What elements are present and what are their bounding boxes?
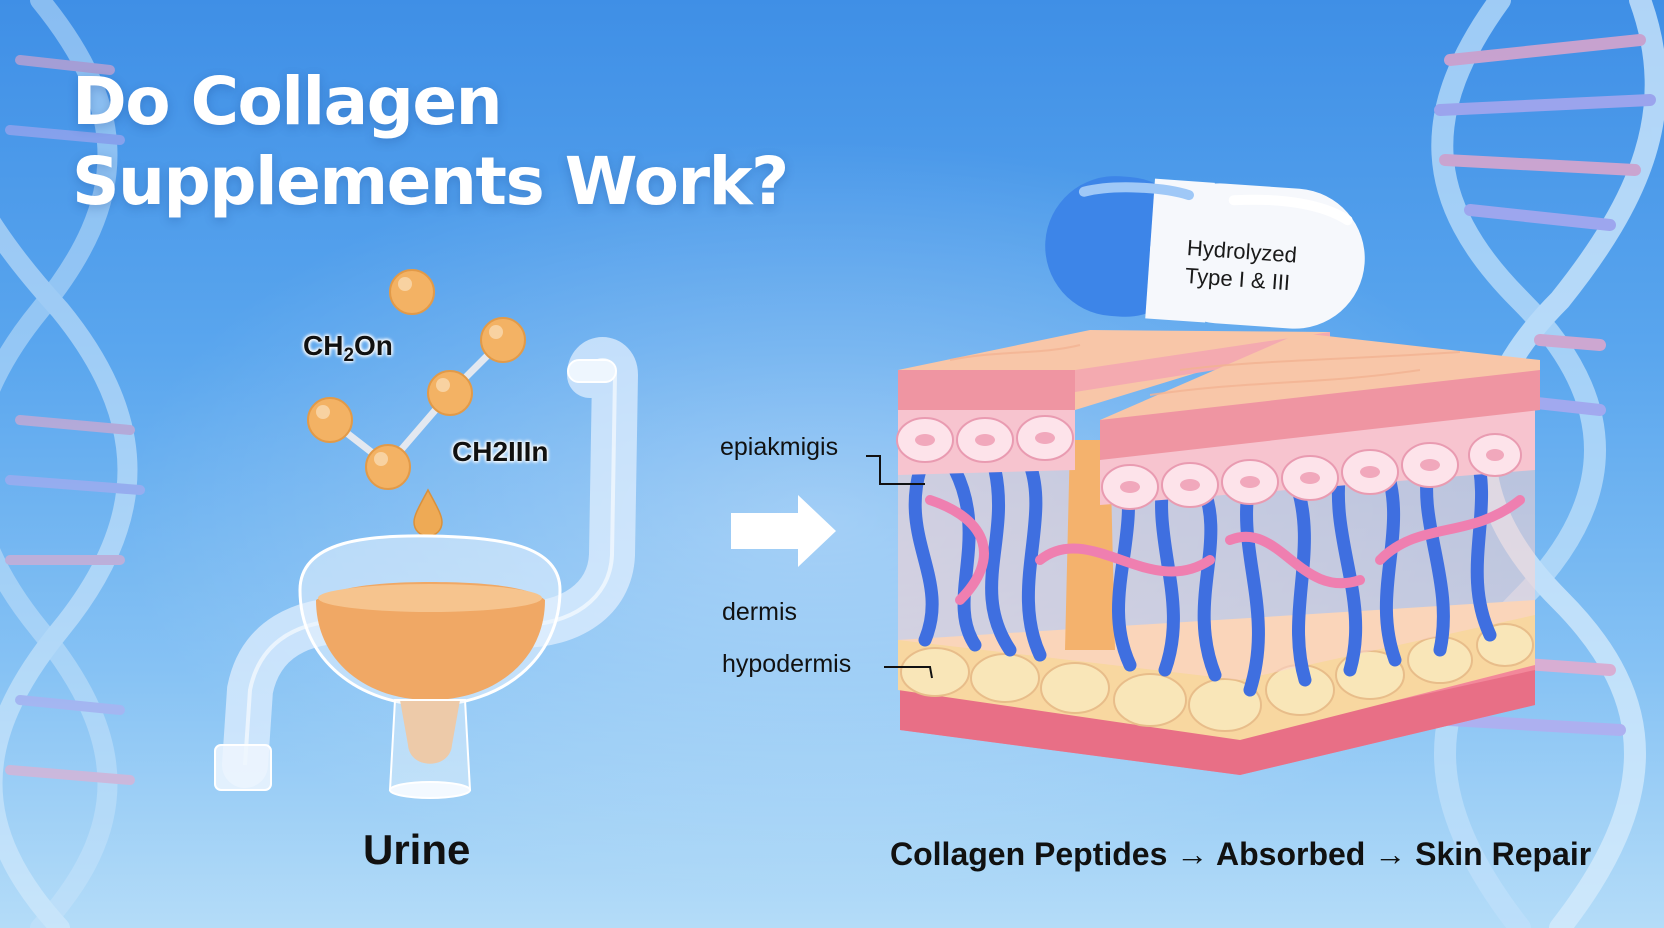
- capsule-pill-icon: [1045, 176, 1365, 329]
- formula-1-main: CH: [303, 330, 344, 361]
- page-title: Do Collagen Supplements Work?: [72, 62, 789, 222]
- dermis-label: dermis: [722, 598, 798, 626]
- title-line-2: Supplements Work?: [72, 143, 789, 220]
- formula-1-end: On: [354, 330, 393, 361]
- title-line-1: Do Collagen: [72, 63, 503, 140]
- pill-label: Hydrolyzed Type I & III: [1184, 234, 1328, 300]
- formula-label-1: CH2On: [303, 330, 393, 367]
- arrow-right-icon: [731, 495, 836, 567]
- urine-label: Urine: [363, 826, 471, 873]
- epidermis-label: epiakmigis: [720, 433, 839, 461]
- process-flow-label: Collagen Peptides → Absorbed → Skin Repa…: [890, 836, 1592, 872]
- molecule-icon: [307, 269, 526, 537]
- formula-1-sub: 2: [343, 345, 355, 366]
- hypodermis-label: hypodermis: [722, 650, 852, 678]
- formula-label-2: CH2IIIn: [452, 436, 549, 467]
- skin-cross-section-icon: [896, 330, 1540, 775]
- dna-helix-left-icon: [0, 0, 145, 928]
- stomach-icon: [214, 337, 639, 799]
